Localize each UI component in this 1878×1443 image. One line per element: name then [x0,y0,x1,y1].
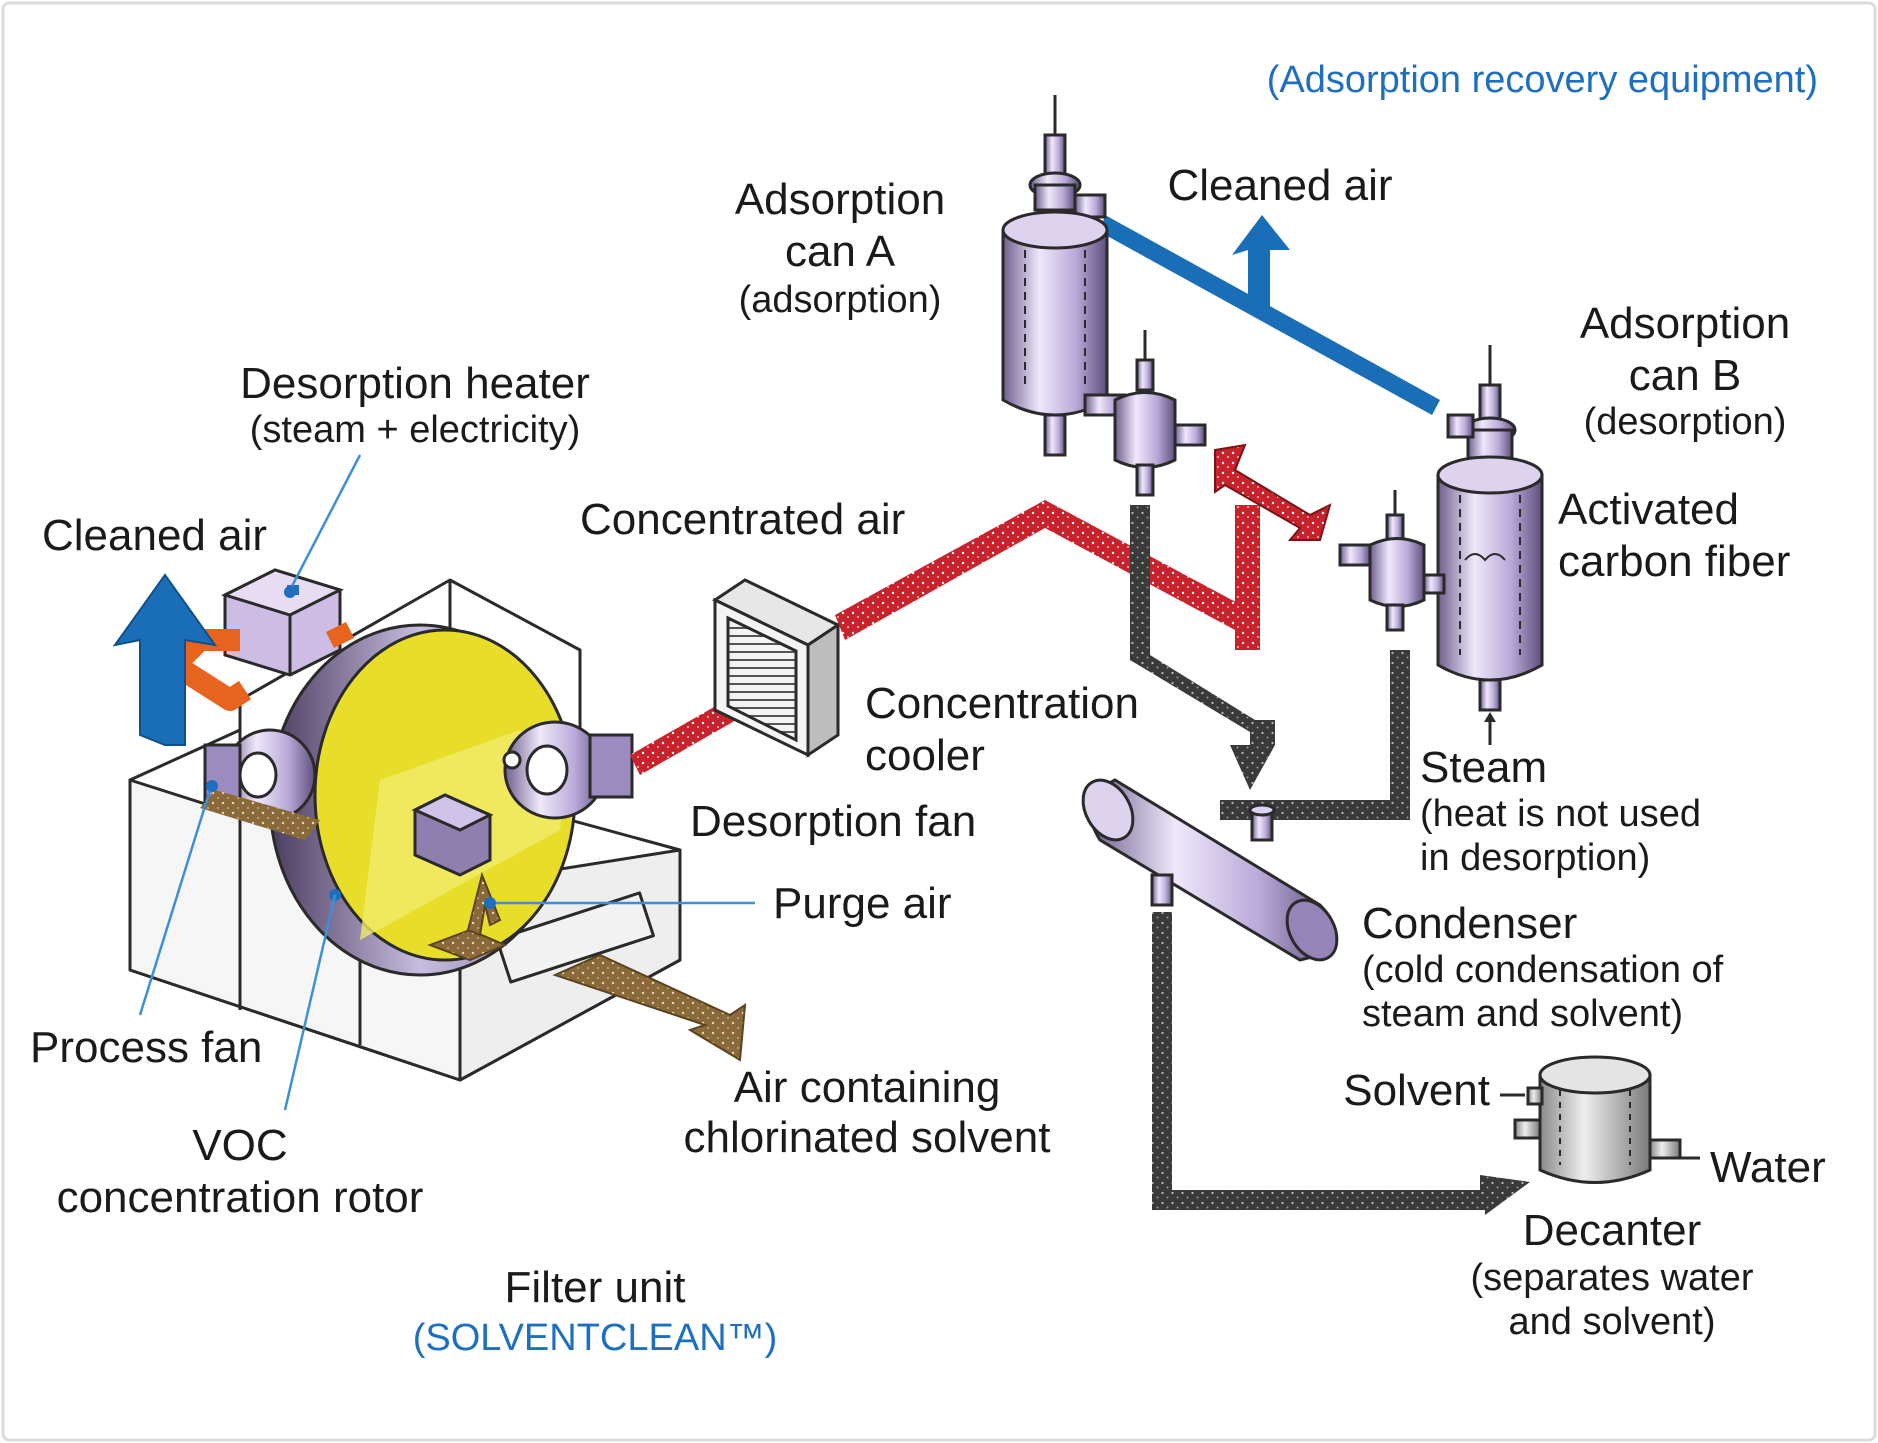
leader-lines [138,454,755,1111]
voc-rotor-label-2: concentration rotor [57,1173,424,1222]
valve-can-a [1113,330,1207,497]
drain-pipe-condenser [1152,912,1530,1215]
condenser-label-2: (cold condensation of [1362,949,1724,991]
purge-air-label: Purge air [773,879,952,928]
desorption-heater-unit [220,568,345,677]
solvent-label: Solvent [1343,1066,1490,1115]
purge-air-arrow [427,928,508,962]
air-containing-label-1: Air containing [734,1063,1001,1112]
desorption-fan-body [502,720,634,820]
purge-air-arrow-up [466,871,502,937]
activated-carbon-label-2: carbon fiber [1558,537,1790,586]
adsorption-can-b [1436,345,1544,712]
cleaned-air-right-label: Cleaned air [1167,161,1392,210]
water-label: Water [1710,1143,1826,1192]
condenser-label-3: steam and solvent) [1362,993,1683,1035]
voc-rotor-label-1: VOC [192,1121,287,1170]
inlet-air-arrow [552,953,747,1062]
decanter [1513,1055,1682,1184]
steam-label-1: Steam [1420,743,1547,792]
concentrated-air-duct-1 [630,695,745,775]
can-b-label-2: can B [1629,351,1742,400]
desorption-heater-label: Desorption heater [240,359,590,408]
adsorption-recovery-equipment-label: (Adsorption recovery equipment) [1267,59,1818,101]
air-containing-label-2: chlorinated solvent [684,1113,1051,1162]
process-fan-body [203,728,317,822]
can-b-label-3: (desorption) [1584,401,1787,443]
condenser [1081,778,1339,962]
cleaned-air-left-label: Cleaned air [42,511,267,560]
leader-dot-heater [284,586,296,598]
condenser-label-1: Condenser [1362,899,1577,948]
double-arrow-between-cans [1214,443,1332,541]
concentration-cooler-label-2: cooler [865,731,985,780]
decanter-label-2: (separates water [1470,1257,1753,1299]
can-a-label-2: can A [785,227,896,276]
desorption-heater-sub-label: (steam + electricity) [250,409,580,451]
cleaned-air-arrow-left [112,573,218,746]
concentrated-air-riser [1235,505,1260,650]
concentrated-air-duct-2 [835,500,1260,650]
activated-carbon-label-1: Activated [1558,485,1739,534]
steam-label-2: (heat is not used [1420,793,1701,835]
steam-arrow-head [1484,712,1496,722]
leader-dot-purge [484,897,496,909]
concentration-cooler [711,578,842,758]
steam-label-3: in desorption) [1420,837,1650,879]
decanter-label-3: and solvent) [1508,1301,1715,1343]
desorption-fan-label: Desorption fan [690,797,976,846]
decanter-label-1: Decanter [1523,1206,1702,1255]
filter-unit-label: Filter unit [505,1263,686,1312]
heater-duct-right [325,621,355,649]
solventclean-label: (SOLVENTCLEAN™) [413,1317,778,1359]
process-air-strip [200,790,320,840]
drain-pipe-can-a [1130,505,1275,790]
concentrated-air-label: Concentrated air [580,495,905,544]
can-a-label-1: Adsorption [735,175,945,224]
process-fan-label: Process fan [30,1023,262,1072]
concentration-cooler-label-1: Concentration [865,679,1139,728]
rotor-drive-box [411,793,494,877]
can-b-label-1: Adsorption [1580,299,1790,348]
valve-can-b [1338,490,1446,632]
adsorption-can-a [1001,95,1127,457]
can-a-label-3: (adsorption) [739,279,942,321]
leader-dot-fan [206,780,218,792]
cleaned-air-arrow-right [1232,215,1290,315]
drain-pipe-can-b [1220,650,1410,820]
